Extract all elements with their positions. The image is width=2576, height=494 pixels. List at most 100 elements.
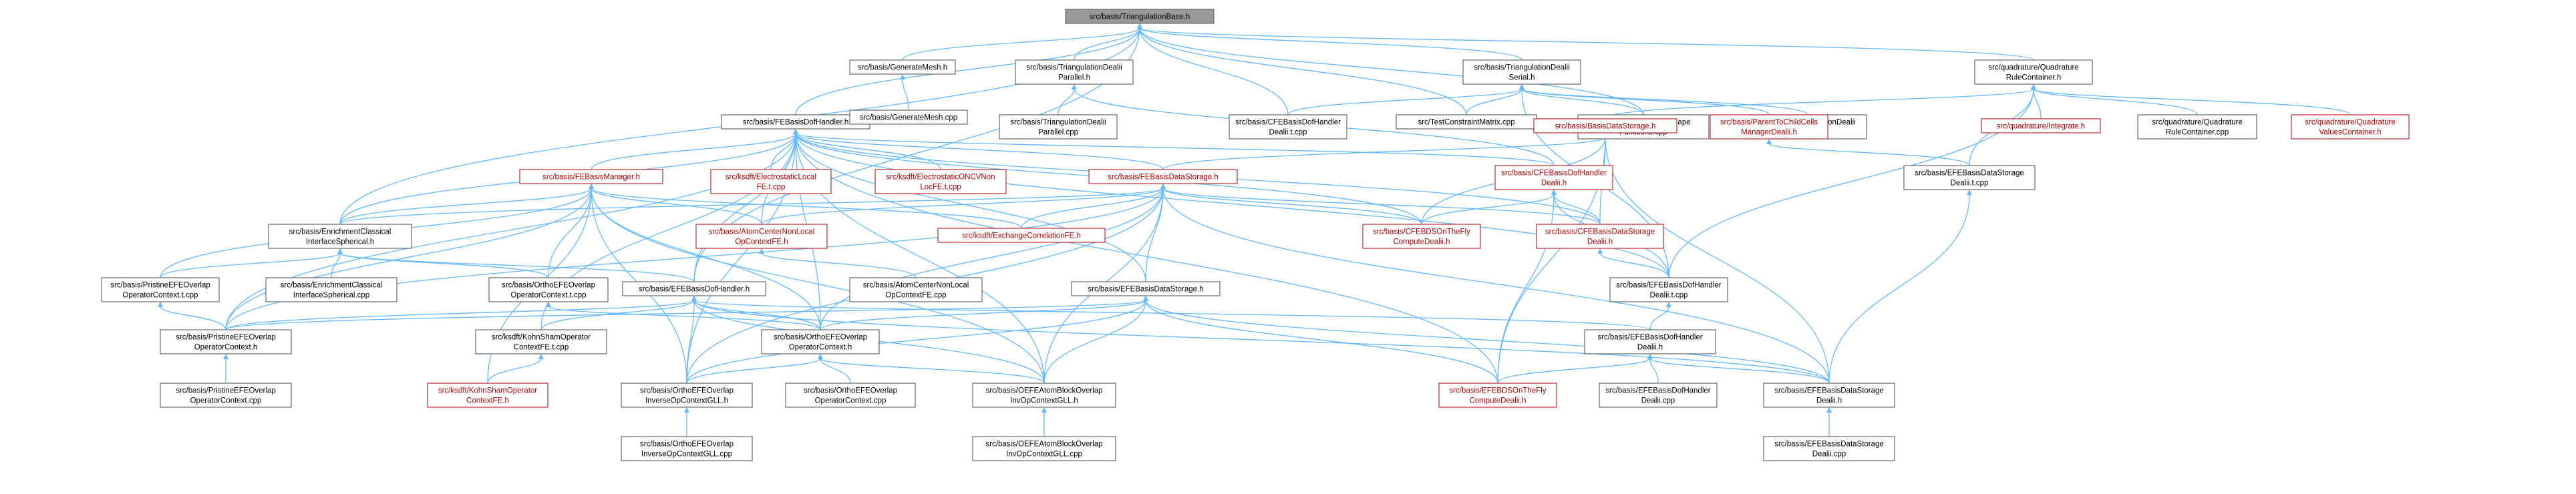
dependency-edge — [1058, 88, 1075, 115]
node-box — [1015, 59, 1134, 85]
node-box — [849, 59, 956, 75]
graph-node-n23[interactable]: src/basis/EnrichmentClassicalInterfaceSp… — [268, 224, 412, 249]
node-label-line: src/basis/PristineEFEOverlap — [176, 387, 276, 395]
graph-node-n20[interactable]: src/basis/FEBasisDataStorage.h — [1088, 169, 1238, 184]
node-label-line: src/basis/CFEBasisDofHandler — [1501, 170, 1607, 178]
graph-node-n31[interactable]: src/basis/EFEBasisDofHandler.h — [622, 281, 766, 296]
graph-node-n16[interactable]: src/quadrature/QuadratureValuesContainer… — [2291, 114, 2410, 140]
dependency-edge — [339, 252, 695, 282]
dependency-edge — [1649, 358, 1830, 384]
node-label-line: src/basis/GenerateMesh.cpp — [860, 114, 957, 122]
node-label-line: src/basis/OEFEAtomBlockOverlap — [985, 441, 1102, 449]
graph-node-n17[interactable]: src/basis/FEBasisManager.h — [519, 169, 663, 184]
node-label-line: src/basis/PristineEFEOverlap — [110, 282, 210, 290]
dependency-edge — [1021, 188, 1164, 229]
node-box — [268, 224, 412, 249]
graph-node-n37[interactable]: src/basis/OrthoEFEOverlapOperatorContext… — [761, 329, 880, 354]
dependency-edge — [487, 358, 542, 384]
graph-node-n33[interactable]: src/basis/EFEBasisDataStorage.h — [1071, 281, 1221, 296]
graph-node-n28[interactable]: src/basis/PristineEFEOverlapOperatorCont… — [101, 277, 220, 302]
node-label-line: src/TestConstraintMatrix.cpp — [1418, 119, 1514, 127]
node-label-line: src/basis/OrthoEFEOverlap — [640, 387, 734, 395]
graph-node-n32[interactable]: src/basis/AtomCenterNonLocalOpContextFE.… — [849, 277, 983, 302]
dependency-edge — [339, 188, 592, 225]
dependency-edge — [1466, 88, 1522, 115]
graph-node-n48[interactable]: src/basis/OEFEAtomBlockOverlapInvOpConte… — [972, 436, 1116, 461]
node-box — [849, 109, 968, 125]
edge-arrowhead — [1967, 190, 1972, 195]
graph-node-n47[interactable]: src/basis/OrthoEFEOverlapInverseOpContex… — [621, 436, 753, 461]
graph-node-n36[interactable]: src/ksdft/KohnShamOperatorContextFE.t.cp… — [475, 329, 607, 354]
dependency-edge — [820, 358, 851, 384]
graph-node-n15[interactable]: src/quadrature/QuadratureRuleContainer.c… — [2137, 114, 2257, 140]
node-label-line: src/basis/EFEBasisDataStorage — [1774, 387, 1884, 395]
node-label-line: OperatorContext.h — [789, 344, 852, 352]
edge-arrowhead — [1519, 84, 1524, 89]
graph-node-n43[interactable]: src/basis/OEFEAtomBlockOverlapInvOpConte… — [972, 383, 1116, 408]
node-label-line: src/ksdft/ElectrostaticLocal — [726, 174, 816, 182]
node-box — [265, 277, 397, 302]
dependency-edge — [686, 358, 821, 384]
dependency-edge — [2033, 88, 2042, 119]
graph-node-n25[interactable]: src/ksdft/ExchangeCorrelationFE.h — [937, 228, 1106, 243]
graph-node-n14[interactable]: src/quadrature/Integrate.h — [1981, 118, 2101, 134]
graph-node-n7[interactable]: src/basis/TriangulationDealiiParallel.cp… — [999, 114, 1118, 140]
dependency-edge — [1139, 27, 1289, 115]
node-label-line: src/basis/EFEBasisDofHandler — [1616, 282, 1721, 290]
node-label-line: OperatorContext.t.cpp — [122, 292, 198, 300]
dependency-edge — [686, 300, 1146, 384]
graph-node-n12[interactable]: src/basis/BasisDataStorage.h — [1533, 118, 1677, 134]
node-label-line: Dealii.cpp — [1812, 451, 1846, 459]
dependency-edge — [540, 300, 695, 330]
graph-node-n13[interactable]: src/basis/ParentToChildCellsManagerDeali… — [1710, 114, 1828, 140]
node-box — [475, 329, 607, 354]
graph-node-n1[interactable]: src/basis/GenerateMesh.h — [849, 59, 956, 75]
dependency-edge — [761, 188, 1164, 225]
graph-node-n29[interactable]: src/basis/EnrichmentClassicalInterfaceSp… — [265, 277, 397, 302]
dependency-edge — [1145, 300, 1498, 384]
graph-node-n9[interactable]: src/TestConstraintMatrix.cpp — [1396, 114, 1537, 130]
graph-node-n19[interactable]: src/ksdft/ElectrostaticONCVNonLocFE.t.cp… — [874, 169, 1007, 194]
node-label-line: InvOpContextGLL.h — [1010, 397, 1078, 405]
edge-arrowhead — [1826, 407, 1832, 413]
node-label-line: src/basis/EFEBasisDofHandler — [1597, 334, 1702, 342]
node-box — [695, 224, 828, 249]
dependency-edge — [1421, 194, 1555, 225]
node-box — [999, 114, 1118, 140]
node-label-line: src/basis/OrthoEFEOverlap — [804, 387, 897, 395]
graph-node-n5[interactable]: src/basis/FEBasisDofHandler.h — [721, 114, 870, 130]
edge-arrowhead — [1137, 23, 1142, 29]
graph-node-n22[interactable]: src/basis/EFEBasisDataStorageDealii.t.cp… — [1903, 165, 2036, 190]
edge-arrowhead — [1597, 248, 1603, 254]
node-box — [1599, 383, 1718, 408]
graph-node-n41[interactable]: src/basis/OrthoEFEOverlapInverseOpContex… — [621, 383, 753, 408]
graph-node-n35[interactable]: src/basis/PristineEFEOverlapOperatorCont… — [160, 329, 292, 354]
graph-node-n24[interactable]: src/basis/AtomCenterNonLocalOpContextFE.… — [695, 224, 828, 249]
node-label-line: src/basis/EFEBasisDofHandler — [1605, 387, 1710, 395]
edge-arrowhead — [1143, 296, 1148, 301]
node-box — [1763, 436, 1895, 461]
graph-node-n30[interactable]: src/basis/OrthoEFEOverlapOperatorContext… — [488, 277, 609, 302]
node-label-line: src/basis/EnrichmentClassical — [289, 228, 391, 236]
graph-node-n42[interactable]: src/basis/OrthoEFEOverlapOperatorContext… — [785, 383, 916, 408]
graph-node-n0: src/basis/TriangulationBase.h — [1065, 9, 1215, 24]
graph-node-n39[interactable]: src/basis/PristineEFEOverlapOperatorCont… — [160, 383, 292, 408]
node-label-line: ComputeDealii.h — [1469, 397, 1526, 405]
node-box — [1763, 383, 1895, 408]
graph-node-n6[interactable]: src/basis/GenerateMesh.cpp — [849, 109, 968, 125]
